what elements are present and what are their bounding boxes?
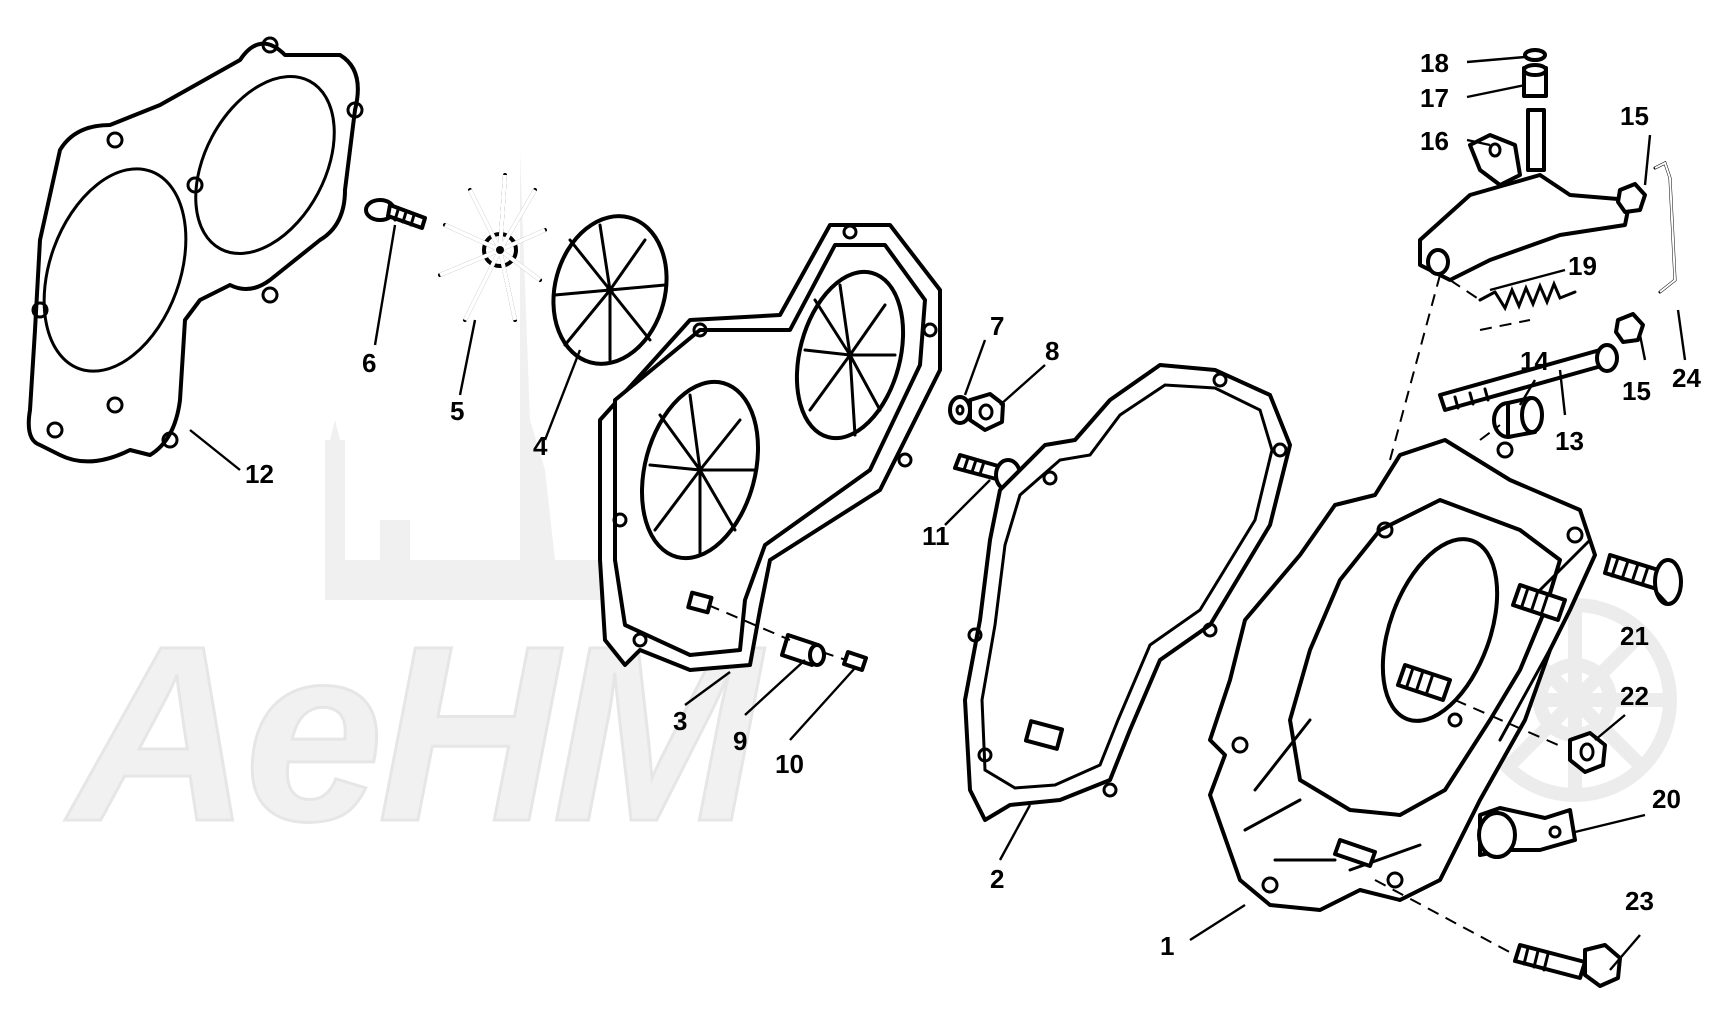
callout-9: 9 xyxy=(733,726,747,756)
clamp-20 xyxy=(1477,806,1577,859)
nut-8 xyxy=(968,392,1005,432)
callout-1: 1 xyxy=(1160,931,1174,961)
leader-lines xyxy=(189,55,1687,971)
bolt-21 xyxy=(1603,553,1683,606)
bushing-14 xyxy=(1492,396,1544,439)
callout-8: 8 xyxy=(1045,336,1059,366)
callout-16: 16 xyxy=(1420,126,1449,156)
assembly-line-plate-pin xyxy=(707,604,847,661)
screw-6 xyxy=(364,198,427,230)
callout-17: 17 xyxy=(1420,83,1449,113)
assembly-line-bushing xyxy=(1479,424,1501,441)
gasket-2 xyxy=(963,363,1292,822)
callout-10: 10 xyxy=(775,749,804,779)
callout-19: 19 xyxy=(1568,251,1597,281)
callout-5: 5 xyxy=(450,396,464,426)
callout-labels: 1 2 3 4 5 6 7 8 9 10 11 12 13 14 15 15 1… xyxy=(245,48,1701,961)
spring-19 xyxy=(1478,280,1577,312)
bolt-23 xyxy=(1513,943,1622,988)
callout-21: 21 xyxy=(1620,621,1649,651)
valve-disc-4 xyxy=(551,214,669,366)
gasket-12 xyxy=(26,36,364,464)
callout-12: 12 xyxy=(245,459,274,489)
spacer-17 xyxy=(1522,63,1548,98)
bushing-15-bottom xyxy=(1614,312,1645,344)
callout-7: 7 xyxy=(990,311,1004,341)
pump-plate-3 xyxy=(598,223,942,672)
callout-11: 11 xyxy=(922,521,950,551)
assembly-line-spring xyxy=(1449,279,1531,331)
callout-22: 22 xyxy=(1620,681,1649,711)
callout-2: 2 xyxy=(990,864,1004,894)
sleeve-9 xyxy=(780,633,826,667)
set-screw-10 xyxy=(842,650,868,672)
callout-20: 20 xyxy=(1652,784,1681,814)
callout-24: 24 xyxy=(1672,363,1701,393)
callout-15-bottom: 15 xyxy=(1622,376,1651,406)
assembly-line-nut-22 xyxy=(1454,699,1566,749)
callout-13: 13 xyxy=(1555,426,1584,456)
washer-7 xyxy=(948,395,972,425)
assembly-line-lever xyxy=(1389,274,1441,461)
callout-15-top: 15 xyxy=(1620,101,1649,131)
callout-18: 18 xyxy=(1420,48,1449,78)
screw-13 xyxy=(1438,343,1619,412)
callout-23: 23 xyxy=(1625,886,1654,916)
valve-star-5 xyxy=(438,173,547,322)
lever-arm-16 xyxy=(1418,108,1632,282)
rod-24 xyxy=(1653,160,1677,294)
assembly-line-bolt-23 xyxy=(1374,879,1516,956)
callout-14: 14 xyxy=(1520,346,1549,376)
callout-4: 4 xyxy=(533,431,548,461)
nut-22 xyxy=(1568,731,1607,774)
callout-6: 6 xyxy=(362,348,376,378)
bushing-15-top xyxy=(1616,182,1647,214)
washer-18 xyxy=(1523,48,1547,62)
callout-3: 3 xyxy=(673,706,687,736)
housing-1 xyxy=(1208,438,1597,912)
